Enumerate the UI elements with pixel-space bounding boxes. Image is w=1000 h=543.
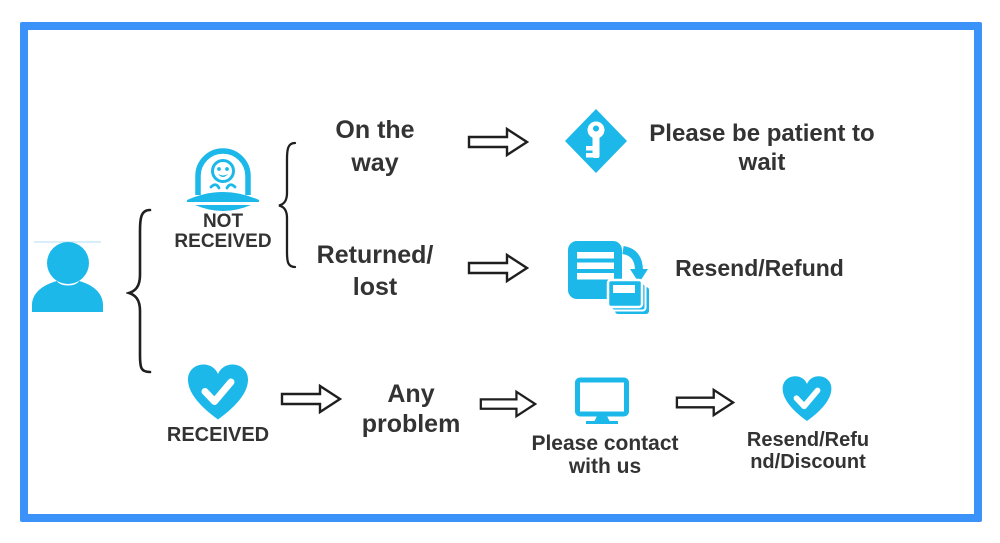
person-icon: [32, 241, 103, 312]
monitor-icon: [575, 377, 629, 424]
resend-documents-icon: [568, 241, 649, 314]
heart-check-icon: [188, 364, 248, 420]
not-received-label: NOT RECEIVED: [174, 211, 272, 252]
key-diamond-icon: [565, 109, 627, 173]
flow-arrow-icon: [467, 126, 529, 158]
any-problem-label: Any problem: [361, 380, 461, 438]
contact-us-label: Please contact with us: [531, 432, 679, 478]
resend-refund-discount-label: Resend/Refu nd/Discount: [746, 429, 870, 473]
flow-arrow-icon: [479, 389, 538, 419]
flow-arrow-icon: [675, 387, 736, 418]
be-patient-label: Please be patient to wait: [649, 120, 875, 176]
resend-refund-label: Resend/Refund: [675, 255, 844, 281]
group-brace-icon: [126, 208, 152, 374]
on-the-way-label: On the way: [335, 116, 415, 177]
flow-arrow-icon: [280, 383, 342, 415]
received-label: RECEIVED: [166, 424, 270, 446]
heart-check-icon: [782, 376, 832, 421]
cases-brace-icon: [278, 141, 297, 269]
flow-arrow-icon: [467, 252, 529, 284]
alien-ufo-icon: [187, 148, 259, 211]
returned-lost-label: Returned/ lost: [316, 241, 434, 301]
